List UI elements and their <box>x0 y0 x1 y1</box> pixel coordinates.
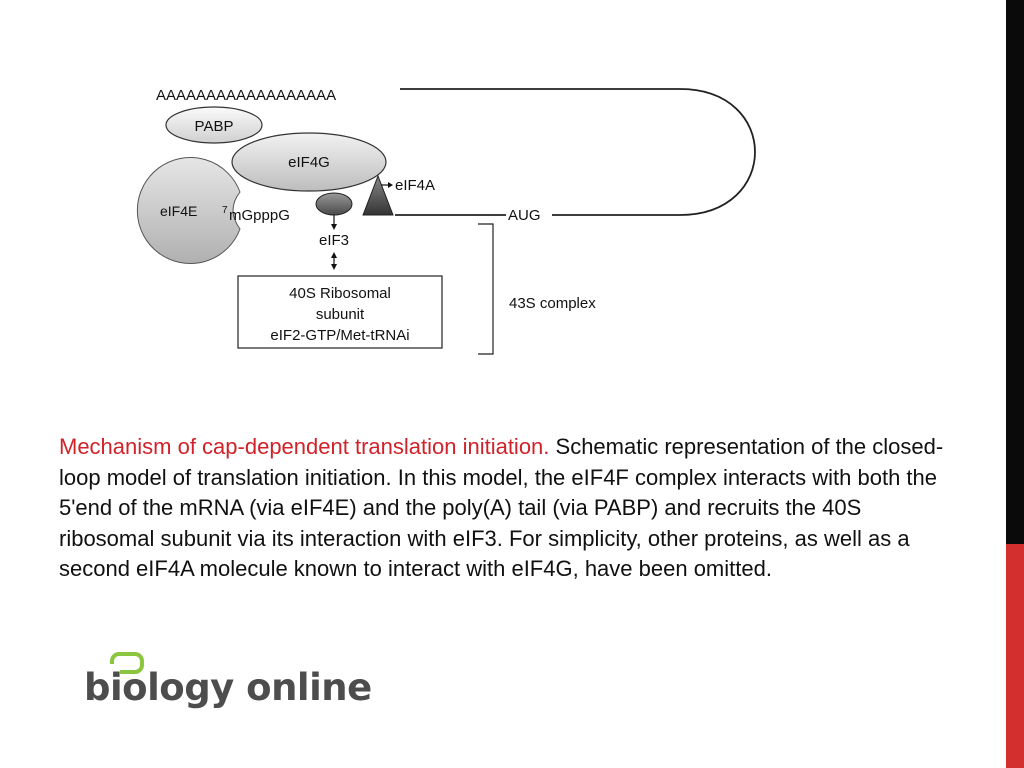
caption-title: Mechanism of cap-dependent translation i… <box>59 434 550 459</box>
eif3-label: eIF3 <box>319 232 349 249</box>
biology-online-logo: biology online <box>84 652 384 712</box>
eif4g-shape <box>231 132 387 192</box>
caption-body: Schematic representation of the closed-l… <box>59 434 944 581</box>
ribosome-box <box>237 275 443 349</box>
eif4g-label: eIF4G <box>288 154 330 171</box>
eif4a-shape <box>362 174 394 216</box>
complex-bracket <box>478 223 494 355</box>
binding-arrow-down <box>331 264 337 270</box>
cap-superscript: 7 <box>222 205 228 216</box>
eif4a-arrowhead <box>388 182 393 188</box>
logo-mark-icon <box>110 652 144 674</box>
eif3-arrowhead <box>331 224 337 230</box>
eif3-shape <box>315 192 353 216</box>
ribosome-line-2: subunit <box>316 306 365 323</box>
aug-label: AUG <box>508 207 541 224</box>
pabp-shape <box>165 106 263 144</box>
figure-caption: Mechanism of cap-dependent translation i… <box>59 432 959 585</box>
eif4a-label: eIF4A <box>395 177 435 194</box>
right-edge-accent <box>1006 544 1024 768</box>
eif4e-shape <box>136 157 241 264</box>
polyA-tail: AAAAAAAAAAAAAAAAAA <box>156 87 336 104</box>
logo-wordmark: biology online <box>84 666 372 709</box>
eif4e-label: eIF4E <box>160 203 197 219</box>
cap-label: mGpppG <box>229 207 290 224</box>
ribosome-line-1: 40S Ribosomal <box>289 285 391 302</box>
translation-initiation-diagram: AAAAAAAAAAAAAAAAAA PABP eIF4E eIF4G 7 mG… <box>136 87 756 355</box>
mrna-loop <box>400 88 756 216</box>
pabp-label: PABP <box>195 118 234 135</box>
complex-label: 43S complex <box>509 295 596 312</box>
binding-arrow-up <box>331 252 337 258</box>
ribosome-line-3: eIF2-GTP/Met-tRNAi <box>270 327 409 344</box>
